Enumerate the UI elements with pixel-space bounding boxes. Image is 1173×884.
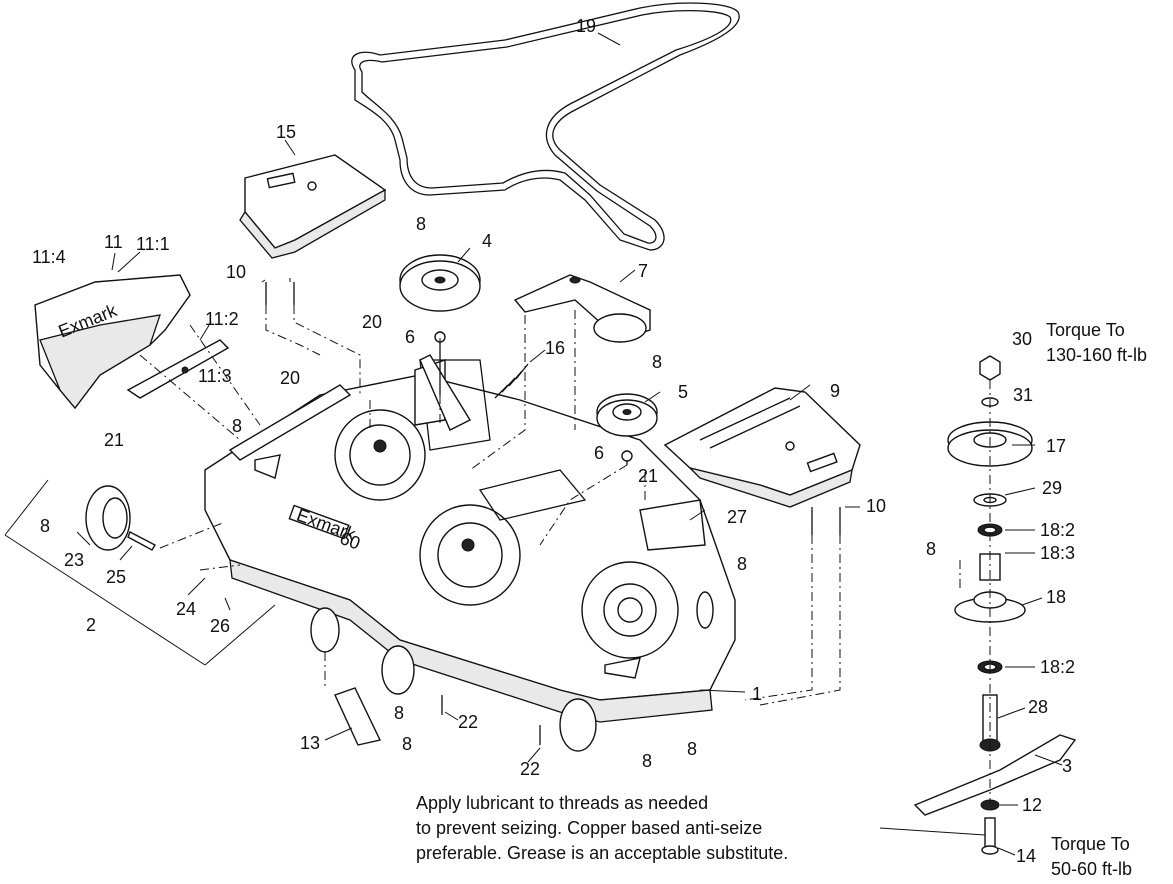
note-line-1: Apply lubricant to threads as needed — [416, 793, 708, 813]
callout-2: 2 — [86, 615, 96, 635]
callout-labels: 19 15 11:4 11 11:1 11:2 11:3 10 8 4 7 20… — [32, 16, 1075, 866]
callout-11-2: 11:2 — [205, 309, 239, 329]
callout-7: 7 — [638, 261, 648, 281]
callout-23: 23 — [64, 550, 84, 570]
callout-25: 25 — [106, 567, 126, 587]
callout-13: 13 — [300, 733, 320, 753]
discharge-bracket-11-2 — [126, 339, 230, 399]
callout-16: 16 — [545, 338, 565, 358]
note-line-3: preferable. Grease is an acceptable subs… — [416, 843, 788, 863]
callout-8-baffle: 8 — [402, 734, 412, 754]
right-spindle-cover-9 — [663, 387, 861, 508]
callout-14: 14 — [1016, 846, 1036, 866]
anti-scalp-wheels — [310, 591, 714, 752]
callout-3: 3 — [1062, 756, 1072, 776]
callout-15: 15 — [276, 122, 296, 142]
assembly-centerlines — [139, 305, 991, 805]
callout-21-right: 21 — [638, 466, 658, 486]
torque-bottom-line-2: 50-60 ft-lb — [1051, 859, 1132, 879]
callout-6-upper: 6 — [405, 327, 415, 347]
callout-5: 5 — [678, 382, 688, 402]
torque-spec-bottom: Torque To 50-60 ft-lb — [1051, 834, 1132, 879]
callout-1: 1 — [752, 684, 762, 704]
callout-8-wheel: 8 — [40, 516, 50, 536]
callout-20-lower: 20 — [280, 368, 300, 388]
callout-11-3: 11:3 — [198, 366, 232, 386]
callout-8-top: 8 — [416, 214, 426, 234]
leader-lines — [76, 32, 1063, 856]
hardware-bolts — [265, 282, 841, 746]
callout-28: 28 — [1028, 697, 1048, 717]
callout-22-lower: 22 — [520, 759, 540, 779]
callout-8-front: 8 — [394, 703, 404, 723]
callout-10-left: 10 — [226, 262, 246, 282]
callout-29: 29 — [1042, 478, 1062, 498]
left-spindle-cover-15 — [239, 154, 387, 259]
idler-pulley-5 — [596, 393, 658, 437]
callout-10-right: 10 — [866, 496, 886, 516]
callout-31: 31 — [1013, 385, 1033, 405]
callout-12: 12 — [1022, 795, 1042, 815]
caster-wheel-23 — [85, 485, 156, 551]
drive-belt-19 — [351, 2, 740, 251]
callout-8-right: 8 — [737, 554, 747, 574]
callout-27: 27 — [727, 507, 747, 527]
callout-8-bottom-b: 8 — [687, 739, 697, 759]
callout-8-pulley5: 8 — [652, 352, 662, 372]
wheel-assembly-group-2 — [4, 479, 276, 666]
discharge-cover-11: Exmark — [34, 274, 191, 410]
torque-spec-top: Torque To 130-160 ft-lb — [1046, 320, 1147, 365]
callout-11: 11 — [104, 232, 123, 252]
torque-bottom-line-1: Torque To — [1051, 834, 1130, 854]
spring-16 — [494, 363, 529, 399]
spindle-assembly — [913, 355, 1077, 855]
callout-24: 24 — [176, 599, 196, 619]
lubricant-note: Apply lubricant to threads as needed to … — [416, 793, 788, 863]
callout-17: 17 — [1046, 436, 1066, 456]
idler-pulley-4 — [399, 254, 481, 312]
callout-8-bottom-a: 8 — [642, 751, 652, 771]
callout-9: 9 — [830, 381, 840, 401]
callout-30: 30 — [1012, 329, 1032, 349]
callout-11-1: 11:1 — [136, 234, 170, 254]
note-line-2: to prevent seizing. Copper based anti-se… — [416, 818, 762, 838]
callout-6-lower: 6 — [594, 443, 604, 463]
callout-18: 18 — [1046, 587, 1066, 607]
deck-brackets — [228, 354, 706, 551]
callout-19: 19 — [576, 16, 596, 36]
mower-deck-1: Exmark 60 — [204, 359, 736, 723]
callout-11-4: 11:4 — [32, 247, 66, 267]
callout-8-spindle: 8 — [926, 539, 936, 559]
torque-top-line-1: Torque To — [1046, 320, 1125, 340]
callout-18-2-lower: 18:2 — [1040, 657, 1075, 677]
callout-20-upper: 20 — [362, 312, 382, 332]
idler-arm-7 — [513, 274, 651, 343]
callout-22-upper: 22 — [458, 712, 478, 732]
callout-18-3: 18:3 — [1040, 543, 1075, 563]
callout-21-left: 21 — [104, 430, 124, 450]
callout-8-bracket: 8 — [232, 416, 242, 436]
callout-26: 26 — [210, 616, 230, 636]
callout-4: 4 — [482, 231, 492, 251]
callout-18-2-upper: 18:2 — [1040, 520, 1075, 540]
torque-top-line-2: 130-160 ft-lb — [1046, 345, 1147, 365]
